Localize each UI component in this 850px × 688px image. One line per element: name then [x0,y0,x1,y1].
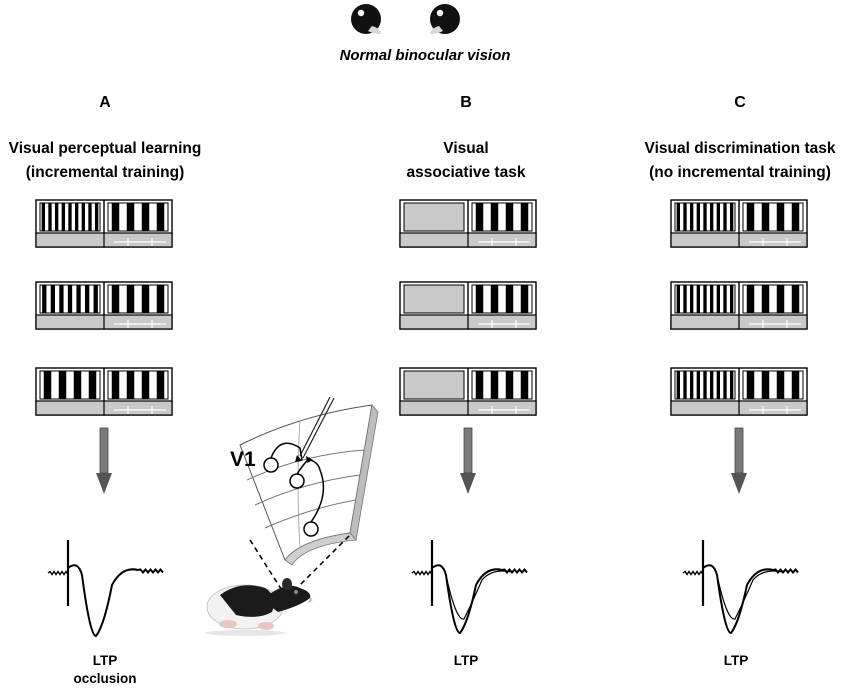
column-c-title: Visual discrimination task (no increment… [605,137,850,185]
down-arrow-a [96,427,112,494]
stimulus-pair-c-1 [670,199,808,248]
eye-icon [351,4,381,34]
column-a-title: Visual perceptual learning (incremental … [0,137,240,185]
stimulus-pair-c-3 [670,367,808,416]
column-b-title: Visual associative task [331,137,601,185]
column-a-title-line2: (incremental training) [25,164,185,181]
stimulus-pair-a-3 [35,367,173,416]
stimulus-pair-a-2 [35,281,173,330]
v1-cortex-inset [239,396,379,593]
column-b-title-line2: associative task [406,164,526,181]
down-arrow-c [731,427,747,494]
ltp-trace-a [47,540,164,638]
panel-letter-b: B [460,94,472,111]
condition-subtitle: Normal binocular vision [339,47,511,64]
panel-letter-c: C [734,94,746,111]
column-b-outcome: LTP [406,652,526,670]
ltp-trace-b [411,540,528,635]
column-a-outcome-line2: occlusion [73,671,137,686]
stimulus-pair-c-2 [670,281,808,330]
stimulus-pair-b-3 [399,367,537,416]
stimulus-panels [35,199,808,416]
down-arrows [96,427,747,494]
column-b-outcome-line1: LTP [453,653,479,668]
column-a-outcome: LTP occlusion [45,652,165,688]
stimulus-pair-b-1 [399,199,537,248]
column-a-outcome-line1: LTP [92,653,118,668]
column-c-title-line2: (no incremental training) [649,164,831,181]
column-c-outcome-line1: LTP [723,653,749,668]
ltp-trace-c [682,540,799,635]
panel-letter-a: A [99,94,111,111]
column-b-title-line1: Visual [443,140,489,157]
v1-label: V1 [230,448,256,471]
stimulus-pair-b-2 [399,281,537,330]
field-potential-traces [47,540,799,638]
stimulus-pair-a-1 [35,199,173,248]
down-arrow-b [460,427,476,494]
column-c-outcome: LTP [676,652,796,670]
eye-icon [430,4,460,34]
column-a-title-line1: Visual perceptual learning [8,140,202,157]
rat-illustration [205,578,312,636]
column-c-title-line1: Visual discrimination task [644,140,836,157]
